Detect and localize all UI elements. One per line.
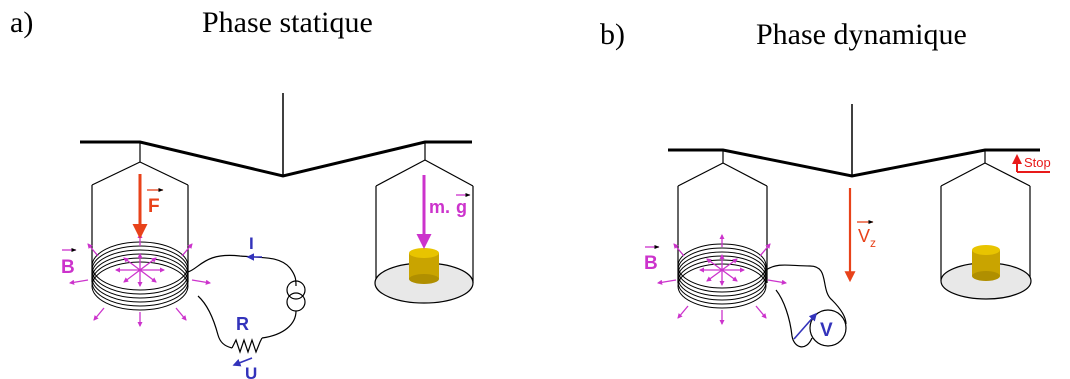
field-label-b: B (644, 244, 660, 274)
mass-a (409, 248, 439, 284)
force-label: F (147, 187, 164, 217)
svg-text:Stop: Stop (1024, 155, 1051, 170)
panel-b-letter: b) (600, 18, 625, 51)
mass-b (972, 245, 1000, 281)
circuit-b (765, 264, 847, 348)
field-label-a: B (61, 247, 77, 278)
panel-a-title: Phase statique (202, 6, 373, 39)
field-arrows-a (68, 232, 212, 328)
svg-text:z: z (870, 236, 876, 250)
voltage-arrow (232, 357, 253, 367)
panel-a-letter: a) (10, 6, 34, 39)
voltmeter-label: V (820, 320, 833, 341)
left-pan-b (677, 150, 768, 283)
current-label: I (249, 234, 254, 253)
field-arrows-b (656, 233, 788, 326)
weight-label: m. g (429, 192, 471, 217)
svg-text:V: V (858, 226, 870, 246)
voltmeter-arrow (793, 312, 818, 340)
svg-text:B: B (644, 253, 658, 274)
svg-text:g: g (456, 197, 467, 217)
panel-b-diagram: B V V z (644, 104, 1051, 348)
panel-a-diagram: F B I R U (61, 93, 474, 379)
panel-b-title: Phase dynamique (756, 18, 967, 51)
resistance-label: R (236, 314, 249, 334)
stop-indicator: Stop (1012, 154, 1051, 173)
voltage-label: U (245, 364, 257, 379)
svg-text:F: F (148, 196, 160, 217)
circuit-a (187, 254, 306, 354)
svg-text:B: B (61, 257, 75, 278)
balance-beam (80, 140, 472, 178)
velocity-label: V z (857, 219, 876, 250)
balance-beam-b (668, 148, 1040, 178)
svg-text:m.: m. (429, 197, 450, 217)
